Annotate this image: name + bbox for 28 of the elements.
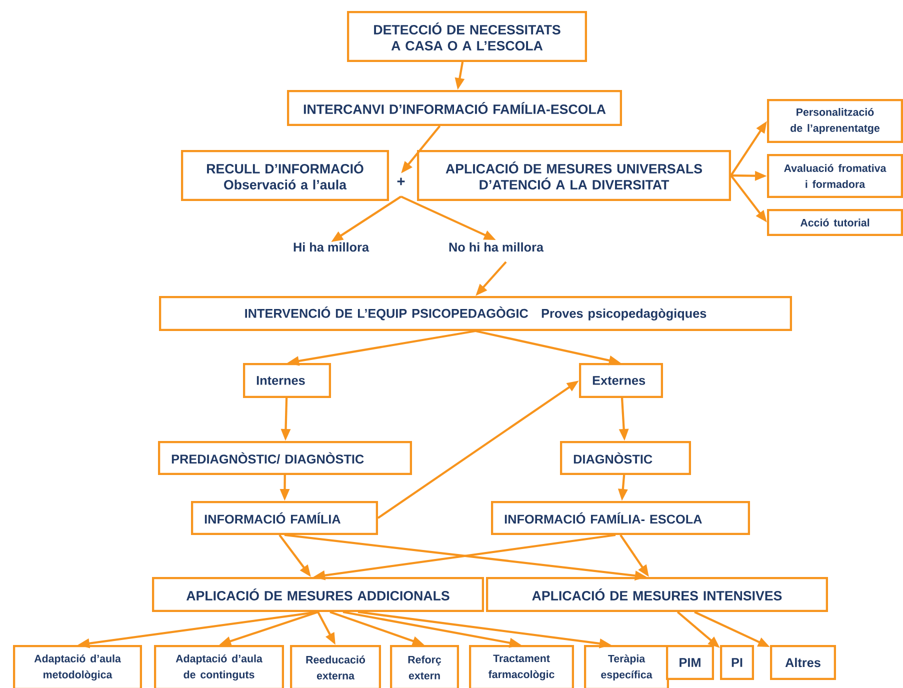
outcome-text: Hi ha millora (294, 242, 370, 252)
process-box: APLICACIÓ DE MESURES INTENSIVES (486, 577, 828, 612)
outcome-text: + (397, 178, 405, 186)
process-box: Adaptació d’aula de continguts (154, 645, 284, 688)
process-box: Internes (243, 363, 331, 398)
outcome-text: No hi ha millora (449, 242, 544, 252)
process-box: RECULL D’INFORMACIÓ Observació a l’aula (181, 150, 389, 201)
process-box: INTERVENCIÓ DE L’EQUIP PSICOPEDAGÒGIC Proves psicopedagògiques (159, 296, 792, 331)
process-box: DIAGNÒSTIC (560, 441, 691, 475)
process-box: Reeducació externa (290, 645, 381, 688)
process-box: Tractament farmacològic (469, 645, 574, 688)
process-box: DETECCIÓ DE NECESSITATS A CASA O A L’ESCOLA (347, 11, 587, 62)
process-box: Adaptació d’aula metodològica (13, 645, 142, 688)
process-box: PIM (666, 645, 714, 680)
process-box: Teràpia específica (584, 645, 669, 688)
process-box: Acció tutorial (767, 209, 903, 236)
process-box: Personalització de l’aprenentatge (767, 99, 903, 143)
process-box: Externes (579, 363, 663, 398)
process-box: APLICACIÓ DE MESURES UNIVERSALS D’ATENCIÓ A LA DIVERSITAT (417, 150, 731, 201)
process-box: INFORMACIÓ FAMÍLIA- ESCOLA (491, 501, 750, 535)
process-box: Altres (770, 645, 836, 680)
process-box: Reforç extern (390, 645, 459, 688)
process-box: APLICACIÓ DE MESURES ADDICIONALS (152, 577, 484, 612)
process-box: PREDIAGNÒSTIC/ DIAGNÒSTIC (158, 441, 412, 475)
process-box: Avaluació fromativa i formadora (767, 154, 903, 198)
process-box: INFORMACIÓ FAMÍLIA (191, 501, 378, 535)
process-box: PI (720, 645, 754, 680)
process-box: INTERCANVI D’INFORMACIÓ FAMÍLIA-ESCOLA (287, 90, 622, 126)
